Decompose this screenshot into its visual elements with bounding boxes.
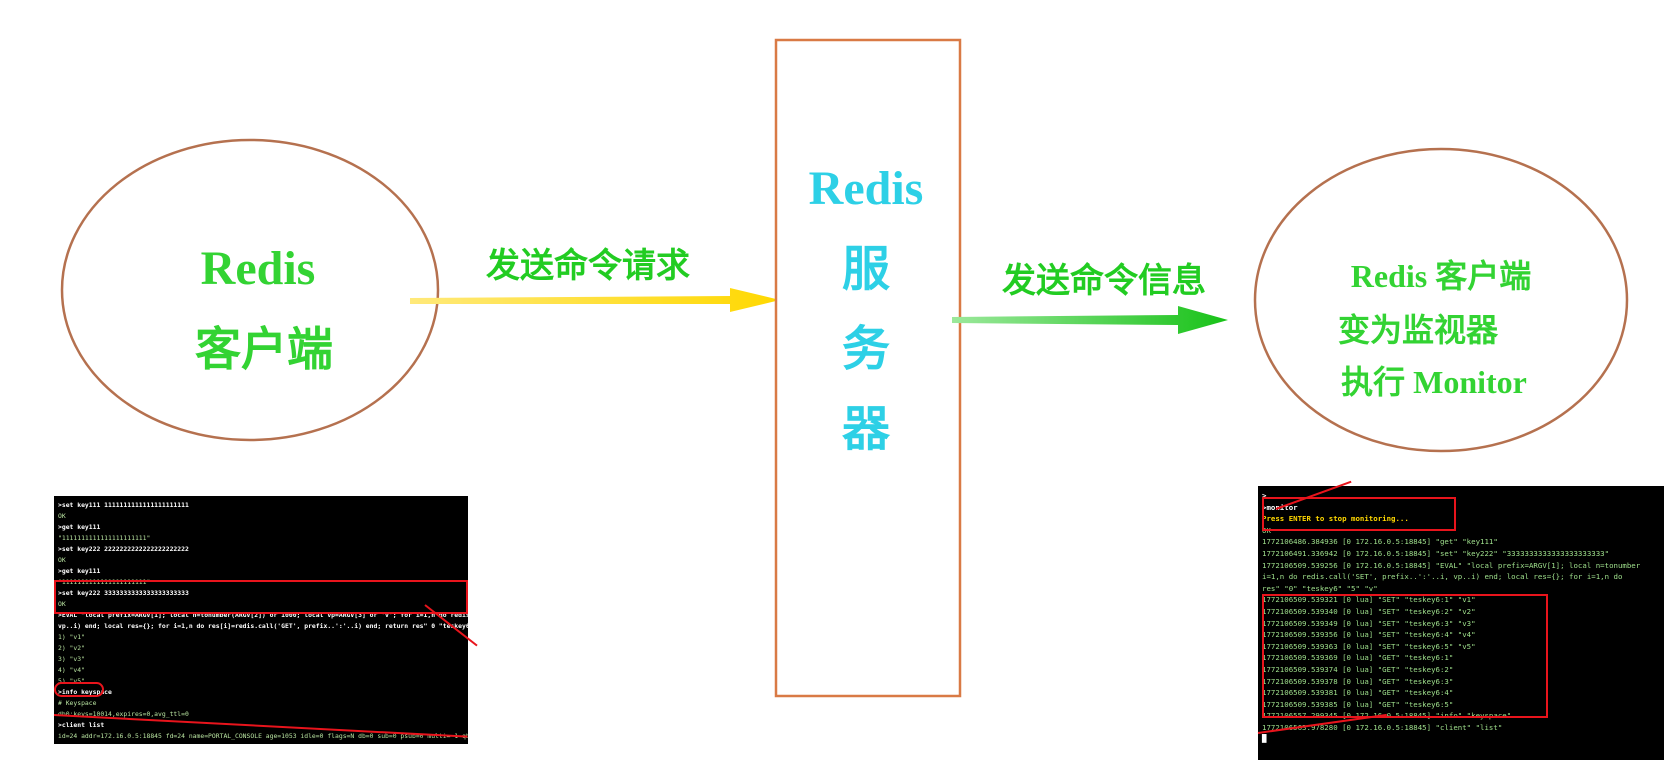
monitor-terminal-line: Press ENTER to stop monitoring...: [1262, 514, 1409, 524]
request-arrow: [410, 288, 780, 312]
client-list-highlight: [54, 682, 104, 697]
info-arrow: [952, 306, 1228, 334]
client-terminal-line: 3) "v3": [58, 655, 85, 663]
client-terminal-line: 5) "v5": [58, 677, 85, 685]
monitor-terminal-line: 1772106509.539378 [0 lua] "GET" "teskey6…: [1262, 676, 1454, 686]
server-char-3: 器: [842, 401, 891, 457]
client-terminal-line: # Keyspace: [58, 699, 97, 707]
monitor-terminal-line: █: [1262, 734, 1267, 744]
client-terminal-line: vp..i) end; local res={}; for i=1,n do r…: [58, 622, 468, 630]
client-terminal-line: >get key111: [58, 523, 101, 531]
monitor-terminal-line: 1772106509.539356 [0 lua] "SET" "teskey6…: [1262, 630, 1476, 640]
client-title: Redis: [201, 242, 316, 295]
server-char-1: 服: [842, 241, 890, 297]
client-terminal-line: OK: [58, 556, 66, 564]
monitor-terminal-line: 1772106491.336942 [0 172.16.0.5:18845] "…: [1262, 548, 1610, 558]
client-terminal-line: OK: [58, 512, 66, 520]
client-terminal-line: OK: [58, 600, 66, 608]
info-arrow-label: 发送命令信息: [1002, 261, 1206, 301]
client-terminal-line: >set key222 2222222222222222222222: [58, 545, 189, 553]
monitor-terminal-line: res" "0" "teskey6" "5" "v": [1262, 583, 1378, 593]
monitor-terminal: >>monitorPress ENTER to stop monitoring.…: [1258, 486, 1664, 760]
monitor-terminal-line: 1772106557.299345 [0 172.16.0.5:18845] "…: [1262, 711, 1512, 721]
client-ellipse: [60, 138, 440, 442]
monitor-terminal-line: 1772106509.539340 [0 lua] "SET" "teskey6…: [1262, 606, 1476, 616]
lua-calls-highlight: [1262, 594, 1548, 718]
monitor-terminal-line: 1772106509.539349 [0 lua] "SET" "teskey6…: [1262, 618, 1476, 628]
monitor-command-highlight: [1262, 497, 1456, 531]
monitor-terminal-line: >: [1262, 491, 1267, 500]
client-terminal-line: db0:keys=10014,expires=0,avg_ttl=0: [58, 710, 189, 718]
monitor-terminal-line: 1772106509.539321 [0 lua] "SET" "teskey6…: [1262, 595, 1476, 605]
client-terminal-line: >EVAL "local prefix=ARGV[1]; local n=ton…: [58, 611, 468, 619]
client-terminal-line: 1) "v1": [58, 633, 85, 641]
monitor-line3: 执行 Monitor: [1341, 364, 1527, 400]
server-box: [774, 38, 962, 698]
monitor-ellipse: [1253, 147, 1629, 453]
client-terminal-line: 4) "v4": [58, 666, 85, 674]
monitor-line2: 变为监视器: [1338, 311, 1499, 349]
client-terminal-line: "1111111111111111111111": [58, 534, 151, 542]
request-arrow-label: 发送命令请求: [486, 246, 690, 286]
client-subtitle: 客户端: [195, 322, 333, 376]
monitor-terminal-line: 1772106509.539385 [0 lua] "GET" "teskey6…: [1262, 699, 1454, 709]
client-terminal-line: "1111111111111111111111": [58, 578, 151, 586]
monitor-terminal-line: 1772106509.539256 [0 172.16.0.5:18845] "…: [1262, 560, 1641, 570]
monitor-terminal-line: 1772106509.539374 [0 lua] "GET" "teskey6…: [1262, 664, 1454, 674]
client-terminal-line: >info keyspace: [58, 688, 112, 696]
server-char-2: 务: [842, 321, 890, 377]
client-terminal-line: >set key222 3333333333333333333333: [58, 589, 189, 597]
client-terminal-line: >set key111 1111111111111111111111: [58, 501, 189, 509]
monitor-terminal-line: 1772106509.539363 [0 lua] "SET" "teskey6…: [1262, 641, 1476, 651]
client-terminal-line: argv-mem=10 obl=0 oll=0 omem=0 tot-mem=6…: [58, 742, 468, 744]
eval-highlight: [54, 580, 468, 614]
monitor-terminal-line: 1772106509.539369 [0 lua] "GET" "teskey6…: [1262, 653, 1454, 663]
client-terminal-line: >client list: [58, 721, 105, 729]
client-terminal-line: >get key111: [58, 567, 101, 575]
monitor-terminal-line: 1772106486.384936 [0 172.16.0.5:18845] "…: [1262, 537, 1498, 547]
client-terminal-line: 2) "v2": [58, 644, 85, 652]
monitor-terminal-line: 1772106509.539381 [0 lua] "GET" "teskey6…: [1262, 688, 1454, 698]
monitor-line1: Redis 客户端: [1351, 258, 1531, 294]
monitor-terminal-line: i=1,n do redis.call('SET', prefix..':'..…: [1262, 572, 1623, 582]
server-title: Redis: [809, 162, 924, 215]
